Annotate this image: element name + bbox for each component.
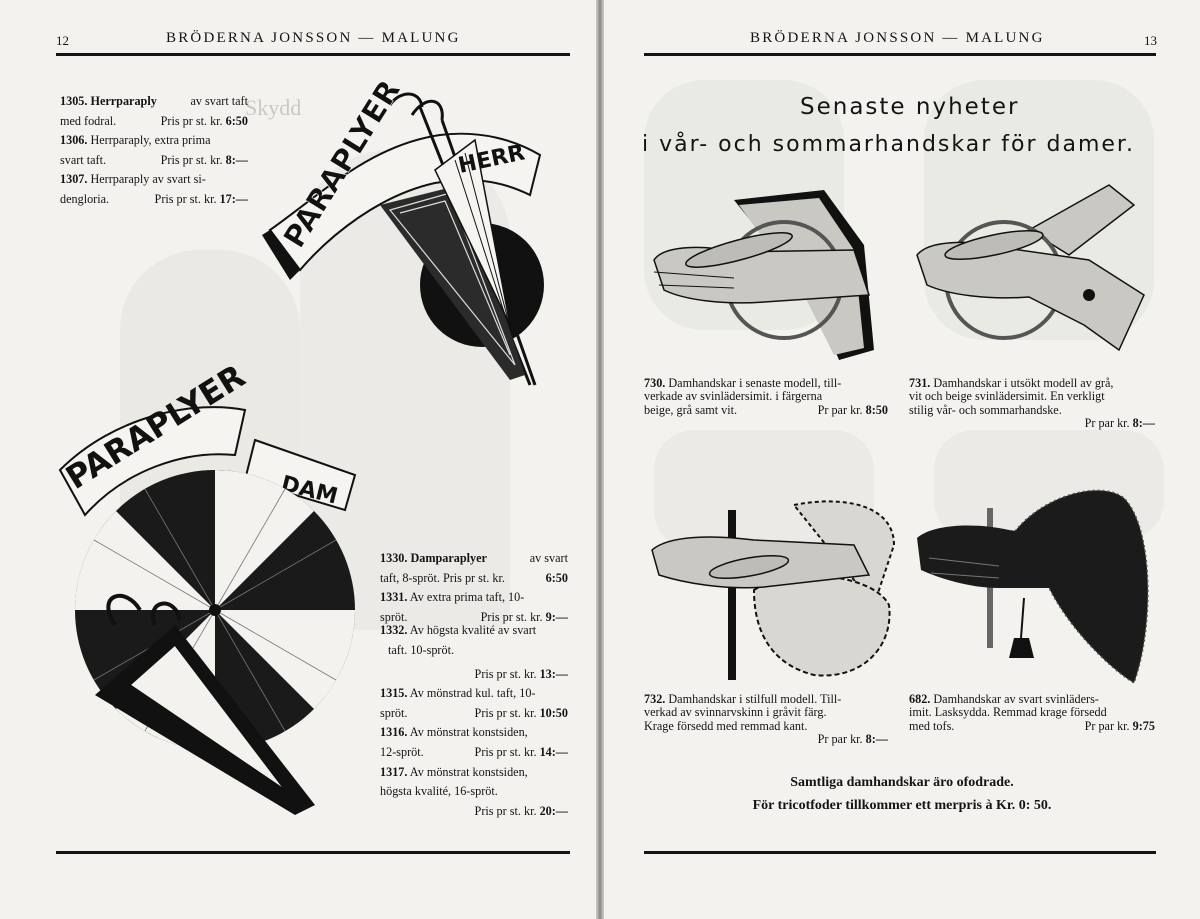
page-number: 13 <box>1144 33 1157 48</box>
list-item: 1315. Av mönstrad kul. taft, 10- <box>380 686 536 701</box>
list-item: 1307. Herrparaply av svart si- <box>60 172 206 187</box>
list-item: 1306. Herrparaply, extra prima <box>60 133 211 148</box>
running-header: BRÖDERNA JONSSON — MALUNG <box>166 30 461 46</box>
glove-682-illustration <box>917 489 1149 685</box>
page-subtitle: i vår- och sommarhandskar för damer. <box>642 132 1135 157</box>
header-rule <box>644 53 1156 56</box>
glove-732-caption: 732. Damhandskar i stilfull modell. Till… <box>644 692 888 747</box>
list-item: 1317. Av mönstrat konstsiden, <box>380 764 528 779</box>
list-item: 1305. Herrparaply av svart taft <box>60 94 248 108</box>
running-header: BRÖDERNA JONSSON — MALUNG <box>750 30 1045 46</box>
list-item: 1331. Av extra prima taft, 10- <box>380 590 525 605</box>
list-item: 1332. Av högsta kvalité av svart <box>380 623 537 638</box>
right-page: BRÖDERNA JONSSON — MALUNG 13 Senaste nyh… <box>604 0 1200 919</box>
page-number: 12 <box>56 33 69 48</box>
header-rule <box>56 53 570 56</box>
footer-rule <box>56 851 570 854</box>
glove-732-illustration <box>651 500 896 680</box>
herr-umbrella-list: 1305. Herrparaply av svart taft med fodr… <box>60 94 248 206</box>
glove-731-illustration <box>916 184 1145 352</box>
footer-note-1: Samtliga damhandskar äro ofodrade. <box>790 775 1014 790</box>
glove-731-caption: 731. Damhandskar i utsökt modell av grå,… <box>909 376 1155 431</box>
herr-umbrella-illustration: PARAPLYER HERR <box>262 74 544 386</box>
list-item: 1316. Av mönstrat konstsiden, <box>380 725 528 740</box>
left-page: Skydd 12 BRÖDERNA JONSSON — MALUNG 1305.… <box>0 0 596 919</box>
dam-umbrella-illustration: PARAPLYER DAM <box>58 357 357 815</box>
glove-730-illustration <box>653 190 874 360</box>
footer-note-2: För tricotfoder tillkommer ett merpris à… <box>752 798 1052 813</box>
book-gutter <box>596 0 604 919</box>
glove-730-caption: 730. Damhandskar i senaste modell, till-… <box>644 376 888 417</box>
bleed-through-text: Skydd <box>245 95 302 120</box>
page-title: Senaste nyheter <box>800 94 1020 120</box>
glove-682-caption: 682. Damhandskar av svart svinläders- im… <box>909 692 1155 733</box>
footer-rule <box>644 851 1156 854</box>
